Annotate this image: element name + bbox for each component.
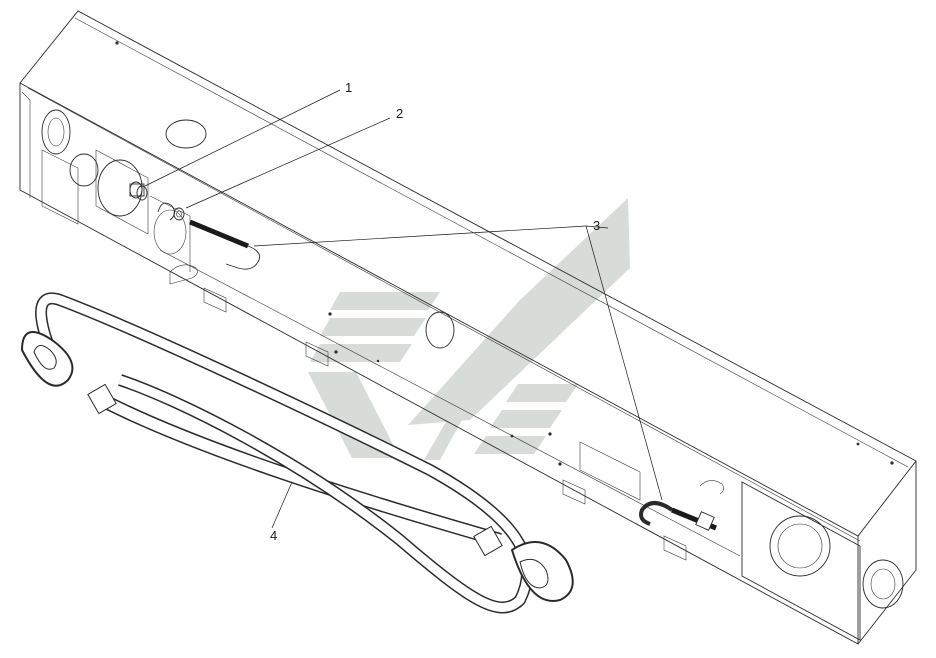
callout-4: 4	[270, 528, 277, 543]
callout-3: 3	[593, 218, 600, 233]
hook-bolt-right	[639, 480, 724, 531]
callout-labels: 1 2 3 4	[270, 80, 600, 543]
tow-cable-part	[20, 292, 574, 614]
callout-2: 2	[396, 106, 403, 121]
hook-bolt-left	[169, 219, 261, 285]
right-end-panel	[425, 311, 904, 641]
leader-lines	[144, 89, 663, 529]
callout-1: 1	[345, 80, 352, 95]
mounting-holes	[115, 41, 894, 466]
washer-part	[157, 202, 185, 221]
fitting-part	[129, 181, 148, 201]
mounting-brackets	[203, 287, 687, 561]
logo-watermark-icon	[308, 198, 630, 460]
left-end-panel	[21, 91, 207, 272]
bumper-beam	[19, 10, 917, 645]
